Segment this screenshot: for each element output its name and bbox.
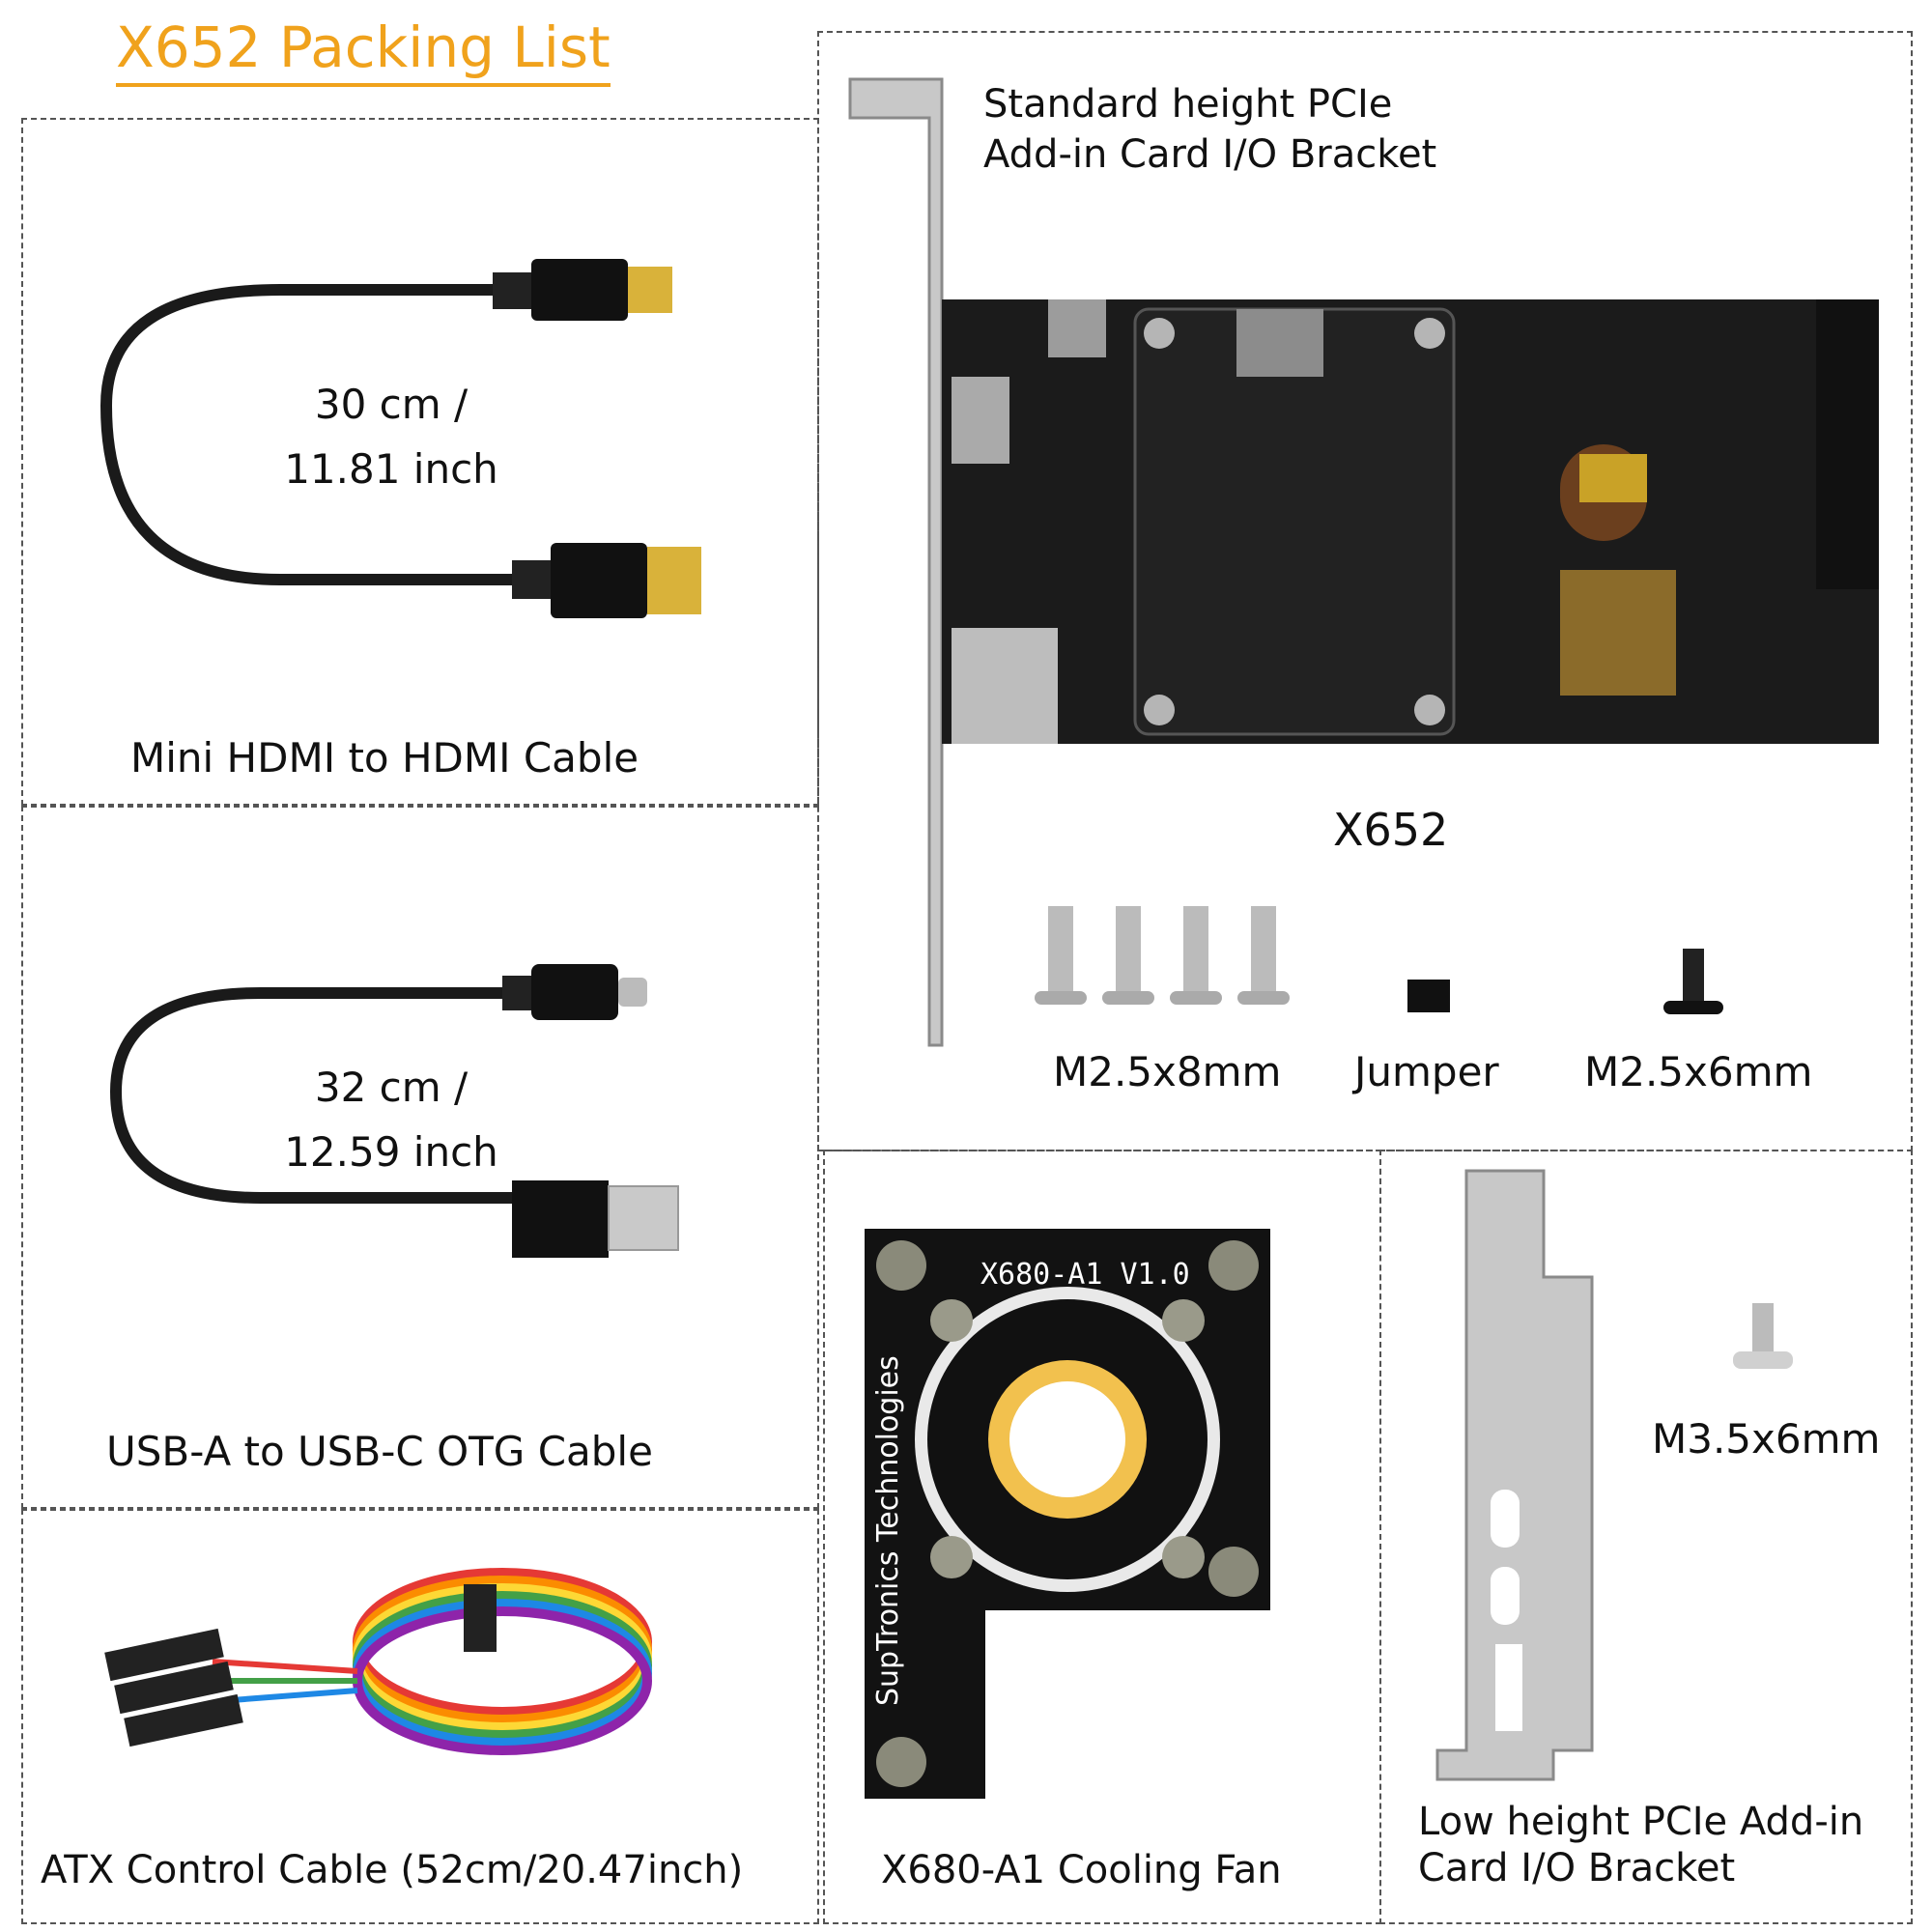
jumper-image — [1407, 980, 1450, 1012]
jumper-label: Jumper — [1354, 1048, 1499, 1095]
x652-board-image — [942, 299, 1879, 744]
usb-length-inch: 12.59 inch — [284, 1128, 498, 1177]
low-bracket-image — [1435, 1169, 1594, 1781]
standard-bracket-image — [848, 77, 944, 1047]
hdmi-cable-label: Mini HDMI to HDMI Cable — [130, 734, 639, 781]
m25x8-label: M2.5x8mm — [1053, 1048, 1282, 1095]
usb-length-cm: 32 cm / — [314, 1064, 469, 1111]
m35x6-screw-image — [1733, 1303, 1793, 1369]
usb-cable-drawing — [109, 964, 679, 1258]
low-bracket-line2: Card I/O Bracket — [1418, 1846, 1736, 1890]
usb-cable-label: USB-A to USB-C OTG Cable — [106, 1428, 653, 1475]
hdmi-cable-image — [99, 259, 701, 618]
standard-bracket-line2: Add-in Card I/O Bracket — [983, 132, 1437, 177]
hdmi-length-inch: 11.81 inch — [284, 445, 498, 494]
x652-label: X652 — [1333, 804, 1449, 856]
atx-cable-panel — [21, 1509, 819, 1924]
cooling-fan-image — [865, 1229, 1270, 1799]
m25x6-label: M2.5x6mm — [1584, 1048, 1813, 1095]
usb-cable-panel — [21, 806, 819, 1509]
atx-cable-label: ATX Control Cable (52cm/20.47inch) — [41, 1848, 744, 1892]
fan-silk-side: SupTronics Technologies — [871, 1355, 905, 1706]
hdmi-length-cm: 30 cm / — [314, 381, 469, 428]
fan-silk-title: X680-A1 V1.0 — [980, 1258, 1190, 1292]
low-bracket-panel — [1379, 1150, 1913, 1924]
low-bracket-line1: Low height PCIe Add-in — [1418, 1800, 1864, 1844]
standard-bracket-line1: Standard height PCIe — [983, 82, 1393, 127]
low-bracket-label: Low height PCIe Add-in Card I/O Bracket — [1418, 1799, 1863, 1891]
standard-bracket-label: Standard height PCIe Add-in Card I/O Bra… — [983, 79, 1436, 180]
hdmi-cable-length: 30 cm / 11.81 inch — [251, 372, 531, 501]
m25x6-screw-image — [1663, 949, 1723, 1014]
atx-cable-image — [104, 1568, 652, 1755]
cooling-fan-label: X680-A1 Cooling Fan — [881, 1848, 1282, 1892]
m35x6-label: M3.5x6mm — [1652, 1415, 1881, 1463]
m25x8-screws-image — [1035, 906, 1290, 1005]
usb-cable-length: 32 cm / 12.59 inch — [251, 1055, 531, 1184]
page-title: X652 Packing List — [116, 16, 611, 87]
